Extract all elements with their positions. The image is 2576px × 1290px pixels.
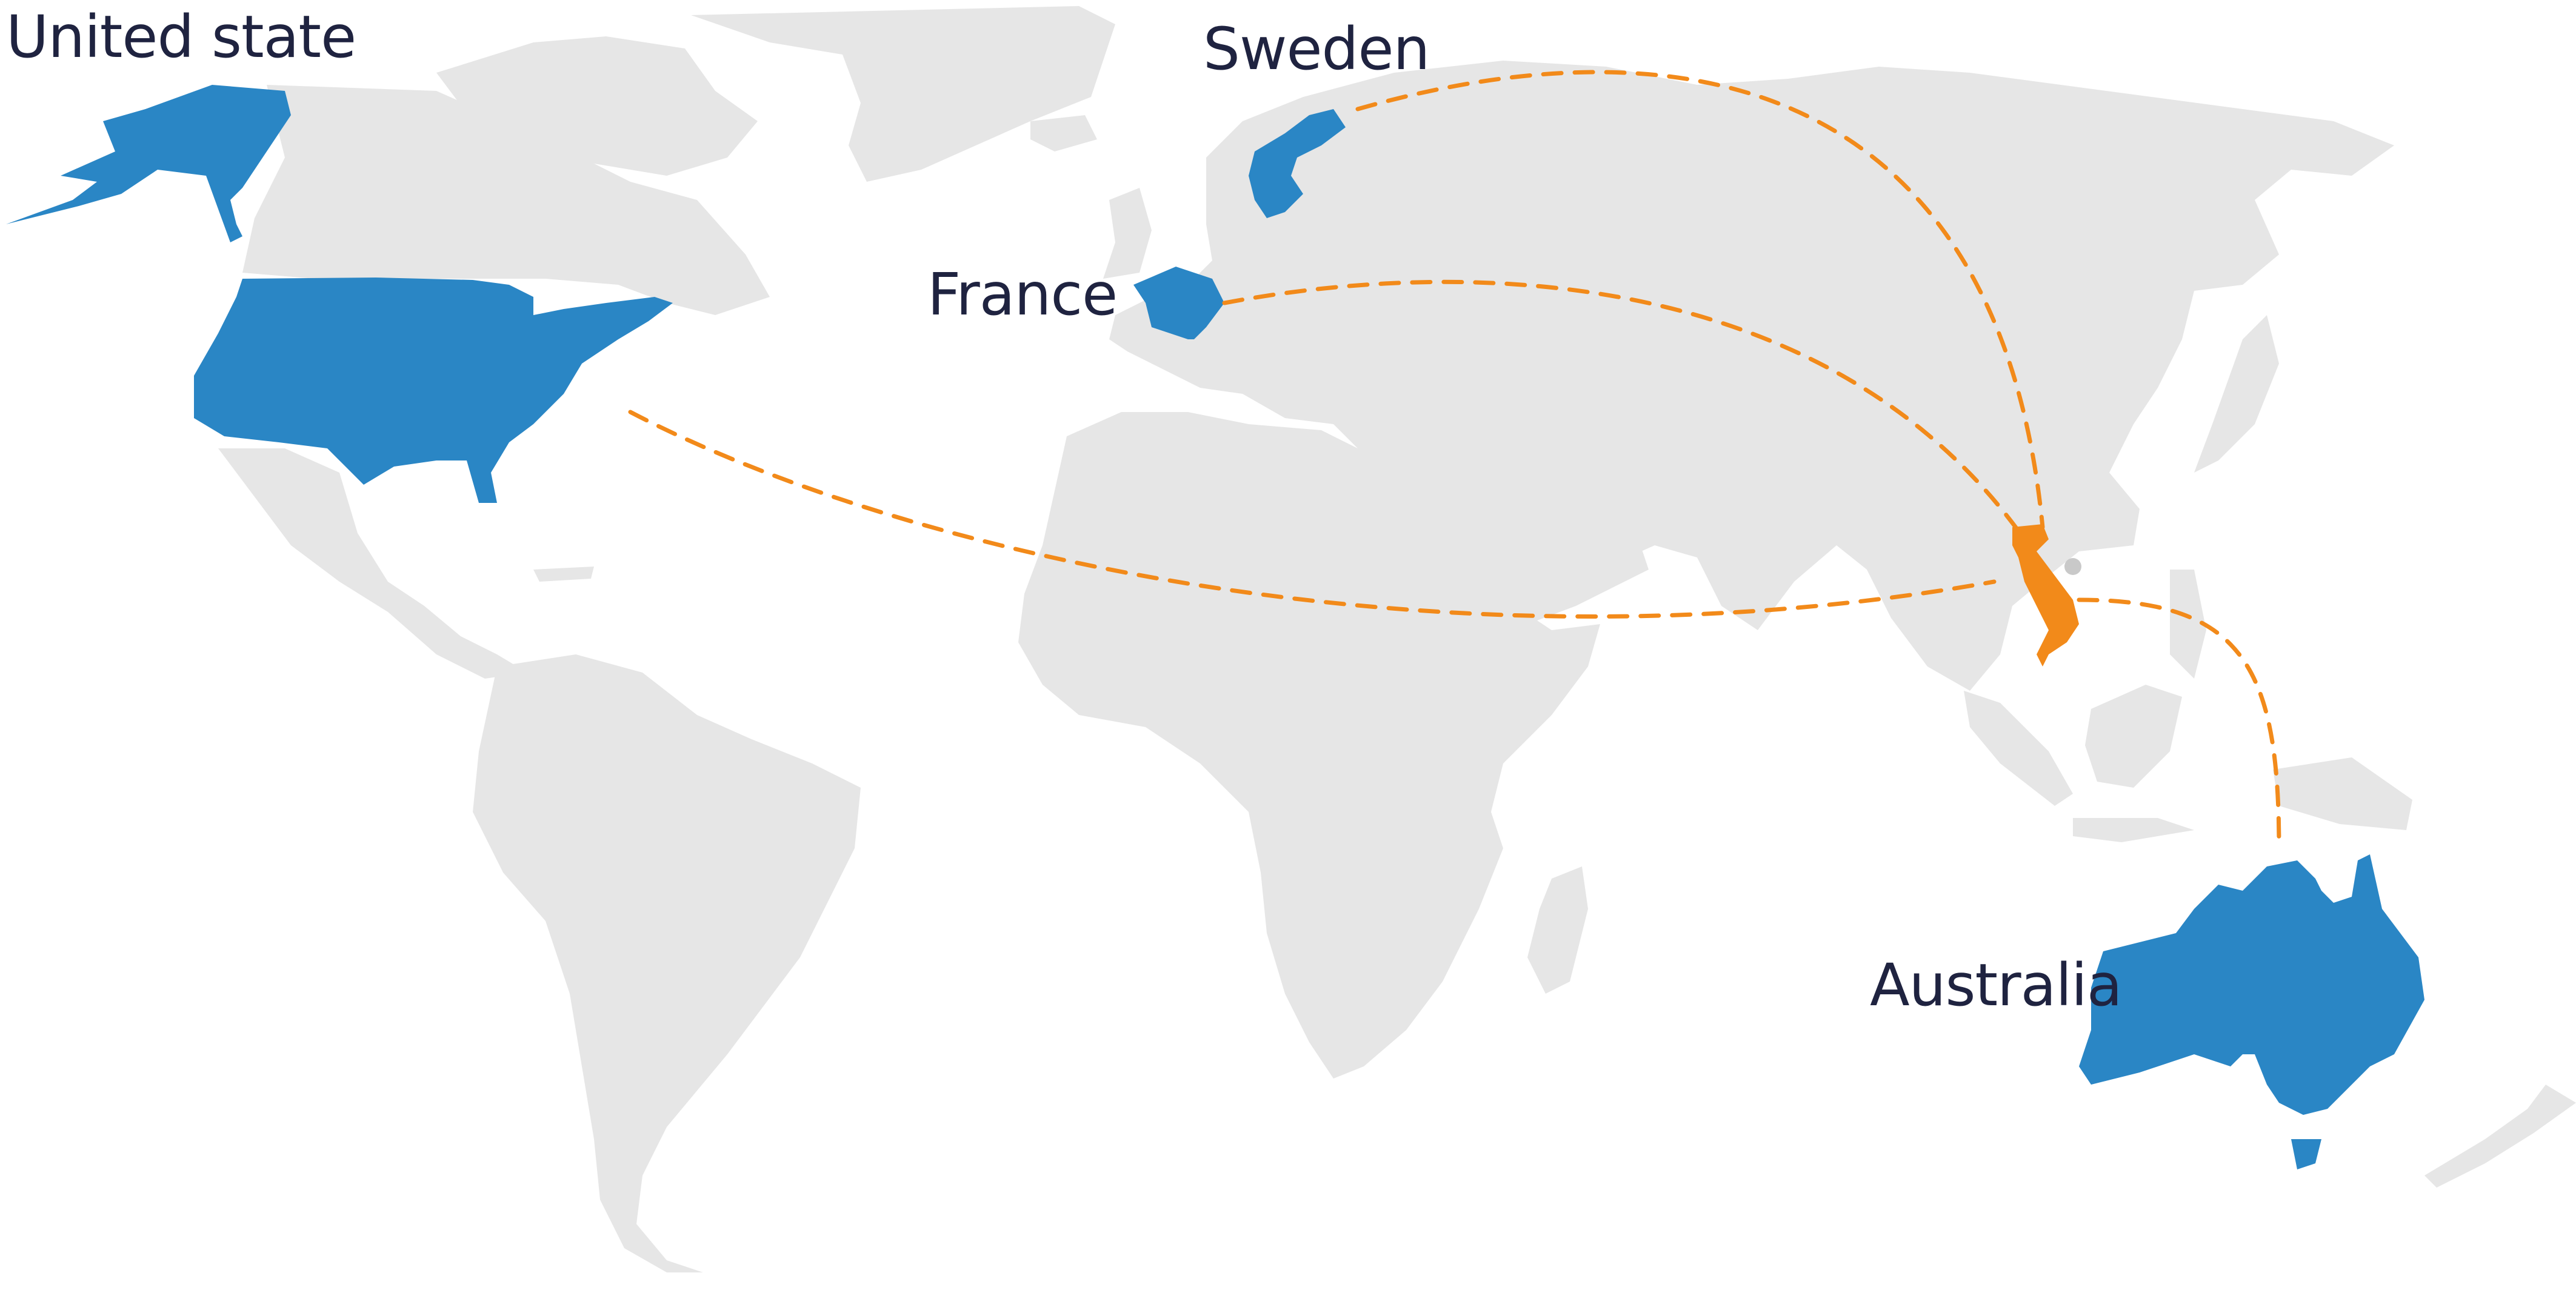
canada [242,85,770,315]
usa-shape [194,278,673,503]
label-france: France [927,261,1118,328]
new-guinea [2273,757,2412,830]
arctic-islands [436,36,758,176]
alaska-shape [6,85,291,242]
label-sweden: Sweden [1203,15,1430,83]
routes [628,70,2281,851]
united-kingdom [1103,188,1152,279]
highlighted-countries [6,85,2424,1169]
sumatra [1964,691,2073,806]
route-to-united-states [628,410,1997,619]
iceland [1030,115,1097,151]
borneo [2085,685,2182,788]
java [2073,818,2194,842]
eurasia [1109,61,2394,691]
land-masses [218,6,2576,1272]
hainan [2064,558,2081,575]
new-zealand [2424,1085,2576,1188]
caribbean [533,567,594,582]
australia-shape [2079,854,2424,1115]
sweden-shape [1249,109,1346,218]
france-shape [1133,267,1224,339]
vietnam-origin [2012,524,2079,667]
africa [1018,412,1600,1079]
south-america [473,654,861,1272]
philippines [2170,570,2206,679]
tasmania-shape [2291,1139,2321,1169]
japan [2194,315,2279,473]
mexico-central-america [218,448,527,679]
arabian-peninsula [1443,485,1649,624]
label-australia: Australia [1870,951,2123,1019]
route-to-france [1222,279,2027,542]
route-to-australia [2077,597,2281,851]
label-united-states: United state [6,3,356,71]
madagascar [1527,866,1588,994]
greenland [691,6,1115,182]
